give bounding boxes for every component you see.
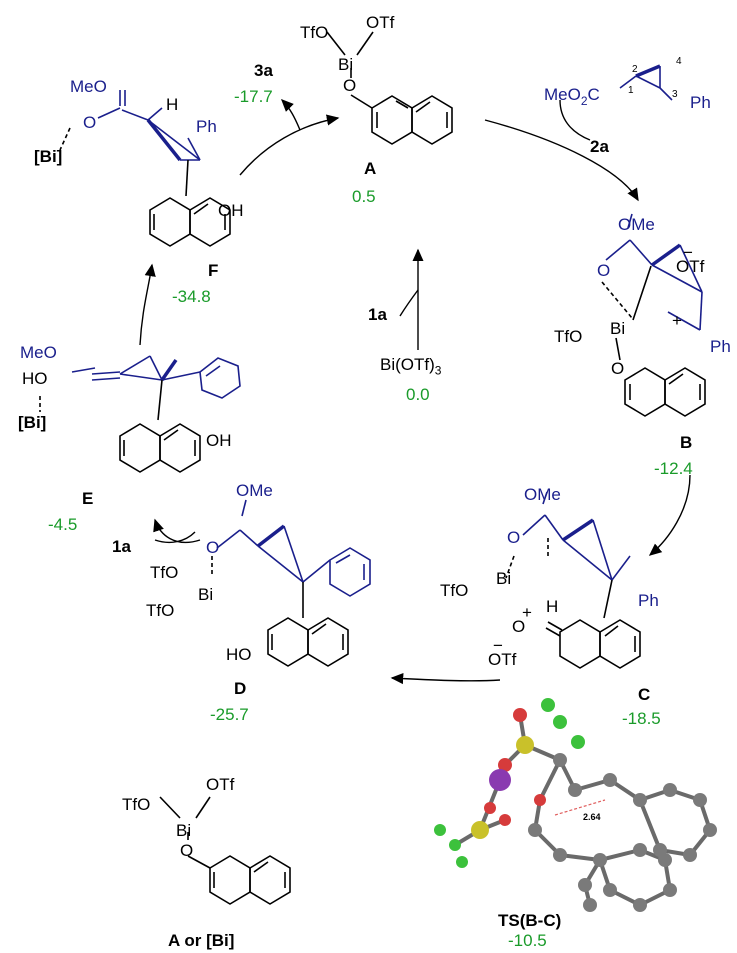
label-minus: − xyxy=(683,243,693,262)
arrow-F-to-A xyxy=(239,114,340,176)
reagent-1a-E: 1a xyxy=(112,537,131,556)
label-TfO: TfO xyxy=(146,601,174,620)
species-label-C: C xyxy=(638,685,651,704)
arrow-E-to-F xyxy=(139,263,156,346)
species-label-D: D xyxy=(234,679,247,698)
label-MeO2C: MeO2C xyxy=(544,85,600,108)
structure-B xyxy=(601,213,706,417)
structure-D xyxy=(211,499,371,667)
label-Ph: Ph xyxy=(690,93,711,112)
label-TfO: TfO xyxy=(122,795,150,814)
label-O: O xyxy=(206,538,219,557)
structure-E xyxy=(39,355,241,473)
label-OMe: OMe xyxy=(236,481,273,500)
reagent-1a-start: 1a xyxy=(368,305,387,324)
label-TfO: TfO xyxy=(440,581,468,600)
cycle-arrows xyxy=(139,99,691,685)
locant-4: 4 xyxy=(676,56,682,67)
locant-3: 3 xyxy=(672,89,678,100)
ts-distance: 2.64 xyxy=(583,812,601,822)
arrow-B-to-C xyxy=(648,474,691,556)
locant-1: 1 xyxy=(628,85,634,96)
species-label-F: F xyxy=(208,261,219,280)
structure-F xyxy=(59,90,231,247)
atom-labels: TfO OTf Bi O MeO O H Ph [Bi] OH MeO HO [… xyxy=(18,13,731,860)
label-Bi: Bi xyxy=(496,569,511,588)
energy-start: 0.0 xyxy=(406,385,430,404)
label-HO: HO xyxy=(22,369,48,388)
label-O-plus: O xyxy=(512,617,525,636)
label-minus: − xyxy=(493,636,503,655)
energy-3a: -17.7 xyxy=(234,87,273,106)
arrow-D-to-E xyxy=(153,518,201,544)
structure-2a xyxy=(619,64,673,101)
label-OMe: OMe xyxy=(524,485,561,504)
arrow-1a-entry-start xyxy=(399,289,419,317)
label-Ph: Ph xyxy=(710,337,731,356)
arrow-1a-entry-E xyxy=(154,531,196,544)
label-OTf: OTf xyxy=(366,13,395,32)
structure-legend xyxy=(159,796,291,905)
start-label-BiOTf3: Bi(OTf)3 xyxy=(380,355,442,378)
label-O: O xyxy=(343,76,356,95)
label-plus: + xyxy=(522,603,532,622)
arrow-2a-entry xyxy=(559,99,591,141)
label-O: O xyxy=(507,528,520,547)
label-Bi: Bi xyxy=(610,319,625,338)
product-label-3a: 3a xyxy=(254,61,273,80)
label-H: H xyxy=(546,597,558,616)
label-plus: + xyxy=(672,311,682,330)
label-MeO: MeO xyxy=(20,343,57,362)
label-Ph: Ph xyxy=(196,117,217,136)
label-MeO: MeO xyxy=(70,77,107,96)
species-label-E: E xyxy=(82,489,94,508)
label-OTf: OTf xyxy=(206,775,235,794)
ts-atoms xyxy=(434,698,717,912)
arrow-A-to-B xyxy=(484,119,639,202)
locant-2: 2 xyxy=(632,64,638,75)
label-O: O xyxy=(83,113,96,132)
arrow-C-to-D xyxy=(390,672,501,685)
label-Bi: Bi xyxy=(176,821,191,840)
label-OMe: OMe xyxy=(618,215,655,234)
ts-ball-and-stick-model xyxy=(434,698,717,912)
label-TfO: TfO xyxy=(554,327,582,346)
label-Bi: Bi xyxy=(198,585,213,604)
species-label-B: B xyxy=(680,433,693,452)
energy-E: -4.5 xyxy=(48,515,78,534)
label-Bi-bracket: [Bi] xyxy=(18,413,46,432)
energy-D: -25.7 xyxy=(210,705,249,724)
label-H: H xyxy=(166,95,178,114)
label-TfO: TfO xyxy=(150,563,178,582)
energy-A: 0.5 xyxy=(352,187,376,206)
arrow-3a-exit xyxy=(281,99,301,131)
label-O: O xyxy=(180,841,193,860)
label-OH: OH xyxy=(206,431,232,450)
energy-C: -18.5 xyxy=(622,709,661,728)
label-OTf: OTf xyxy=(676,257,705,276)
label-TfO: TfO xyxy=(300,23,328,42)
energy-B: -12.4 xyxy=(654,459,693,478)
structure-A xyxy=(326,31,453,145)
reagent-2a: 2a xyxy=(590,137,609,156)
species-label-A: A xyxy=(364,159,377,178)
structure-C xyxy=(505,491,641,669)
ts-label: TS(B-C) xyxy=(498,911,562,930)
legend-label: A or [Bi] xyxy=(168,931,235,950)
energy-F: -34.8 xyxy=(172,287,211,306)
label-OTf: OTf xyxy=(488,650,517,669)
label-O: O xyxy=(597,261,610,280)
label-HO: HO xyxy=(226,645,252,664)
label-Bi: Bi xyxy=(338,55,353,74)
label-OH: OH xyxy=(218,201,244,220)
label-Bi-bracket: [Bi] xyxy=(34,147,62,166)
label-O: O xyxy=(611,359,624,378)
energy-ts: -10.5 xyxy=(508,931,547,950)
label-Ph: Ph xyxy=(638,591,659,610)
